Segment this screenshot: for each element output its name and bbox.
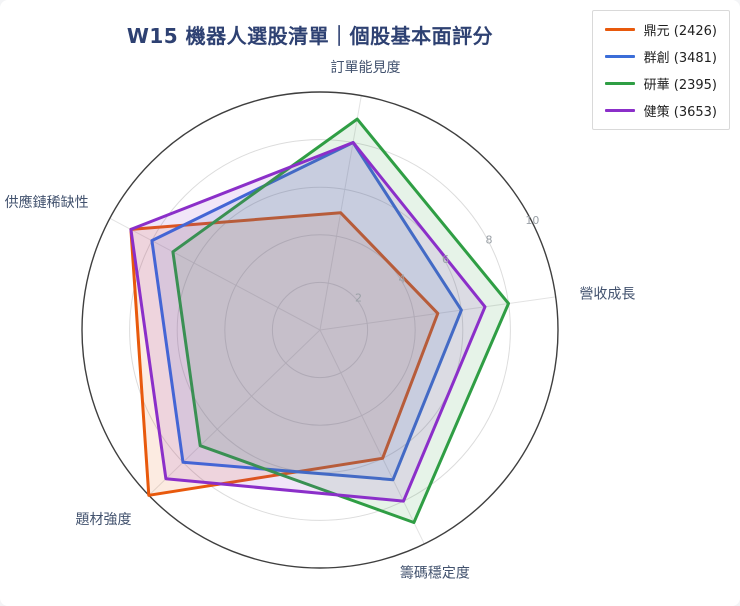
radial-tick-label-2: 2 [355,292,362,305]
legend-swatch-0 [604,28,635,31]
legend-item-0[interactable]: 鼎元 (2426) [604,20,717,39]
series-polygon-2 [171,117,510,524]
chart-title: W15 機器人選股清單｜個股基本面評分 [126,24,494,48]
axis-spoke-2 [319,329,425,545]
grid-circle-2 [271,281,369,379]
axis-label-0: 訂單能見度 [330,60,400,76]
axis-spoke-3 [148,329,321,496]
legend-item-3[interactable]: 健策 (3653) [604,101,717,120]
axis-label-3: 題材強度 [76,512,132,528]
legend-item-1[interactable]: 群創 (3481) [604,47,717,66]
grid-circle-4 [224,234,416,426]
radial-tick-label-4: 4 [398,272,405,285]
axis-label-2: 籌碼穩定度 [400,565,470,581]
outer-ring [81,91,559,569]
legend-label-1: 群創 (3481) [643,51,717,66]
legend-label-0: 鼎元 (2426) [643,24,717,39]
legend-swatch-1 [604,55,635,58]
axis-label-4: 供應鏈稀缺性 [5,194,89,211]
radial-tick-label-10: 10 [525,214,539,227]
series-polygon-0 [129,211,440,497]
grid-circle-8 [129,139,511,521]
legend: 鼎元 (2426) 群創 (3481) 研華 (2395) 健策 (3653) [591,10,730,130]
legend-label-2: 研華 (2395) [643,78,717,93]
radial-tick-label-6: 6 [442,253,449,266]
axis-label-1: 營收成長 [579,287,635,303]
axis-spoke-4 [109,217,321,331]
legend-swatch-2 [604,82,635,85]
legend-swatch-3 [604,109,635,112]
legend-label-3: 健策 (3653) [643,105,717,120]
legend-item-2[interactable]: 研華 (2395) [604,74,717,93]
series-polygon-1 [150,141,463,482]
series-polygon-3 [129,141,487,503]
radial-tick-label-8: 8 [485,234,492,247]
